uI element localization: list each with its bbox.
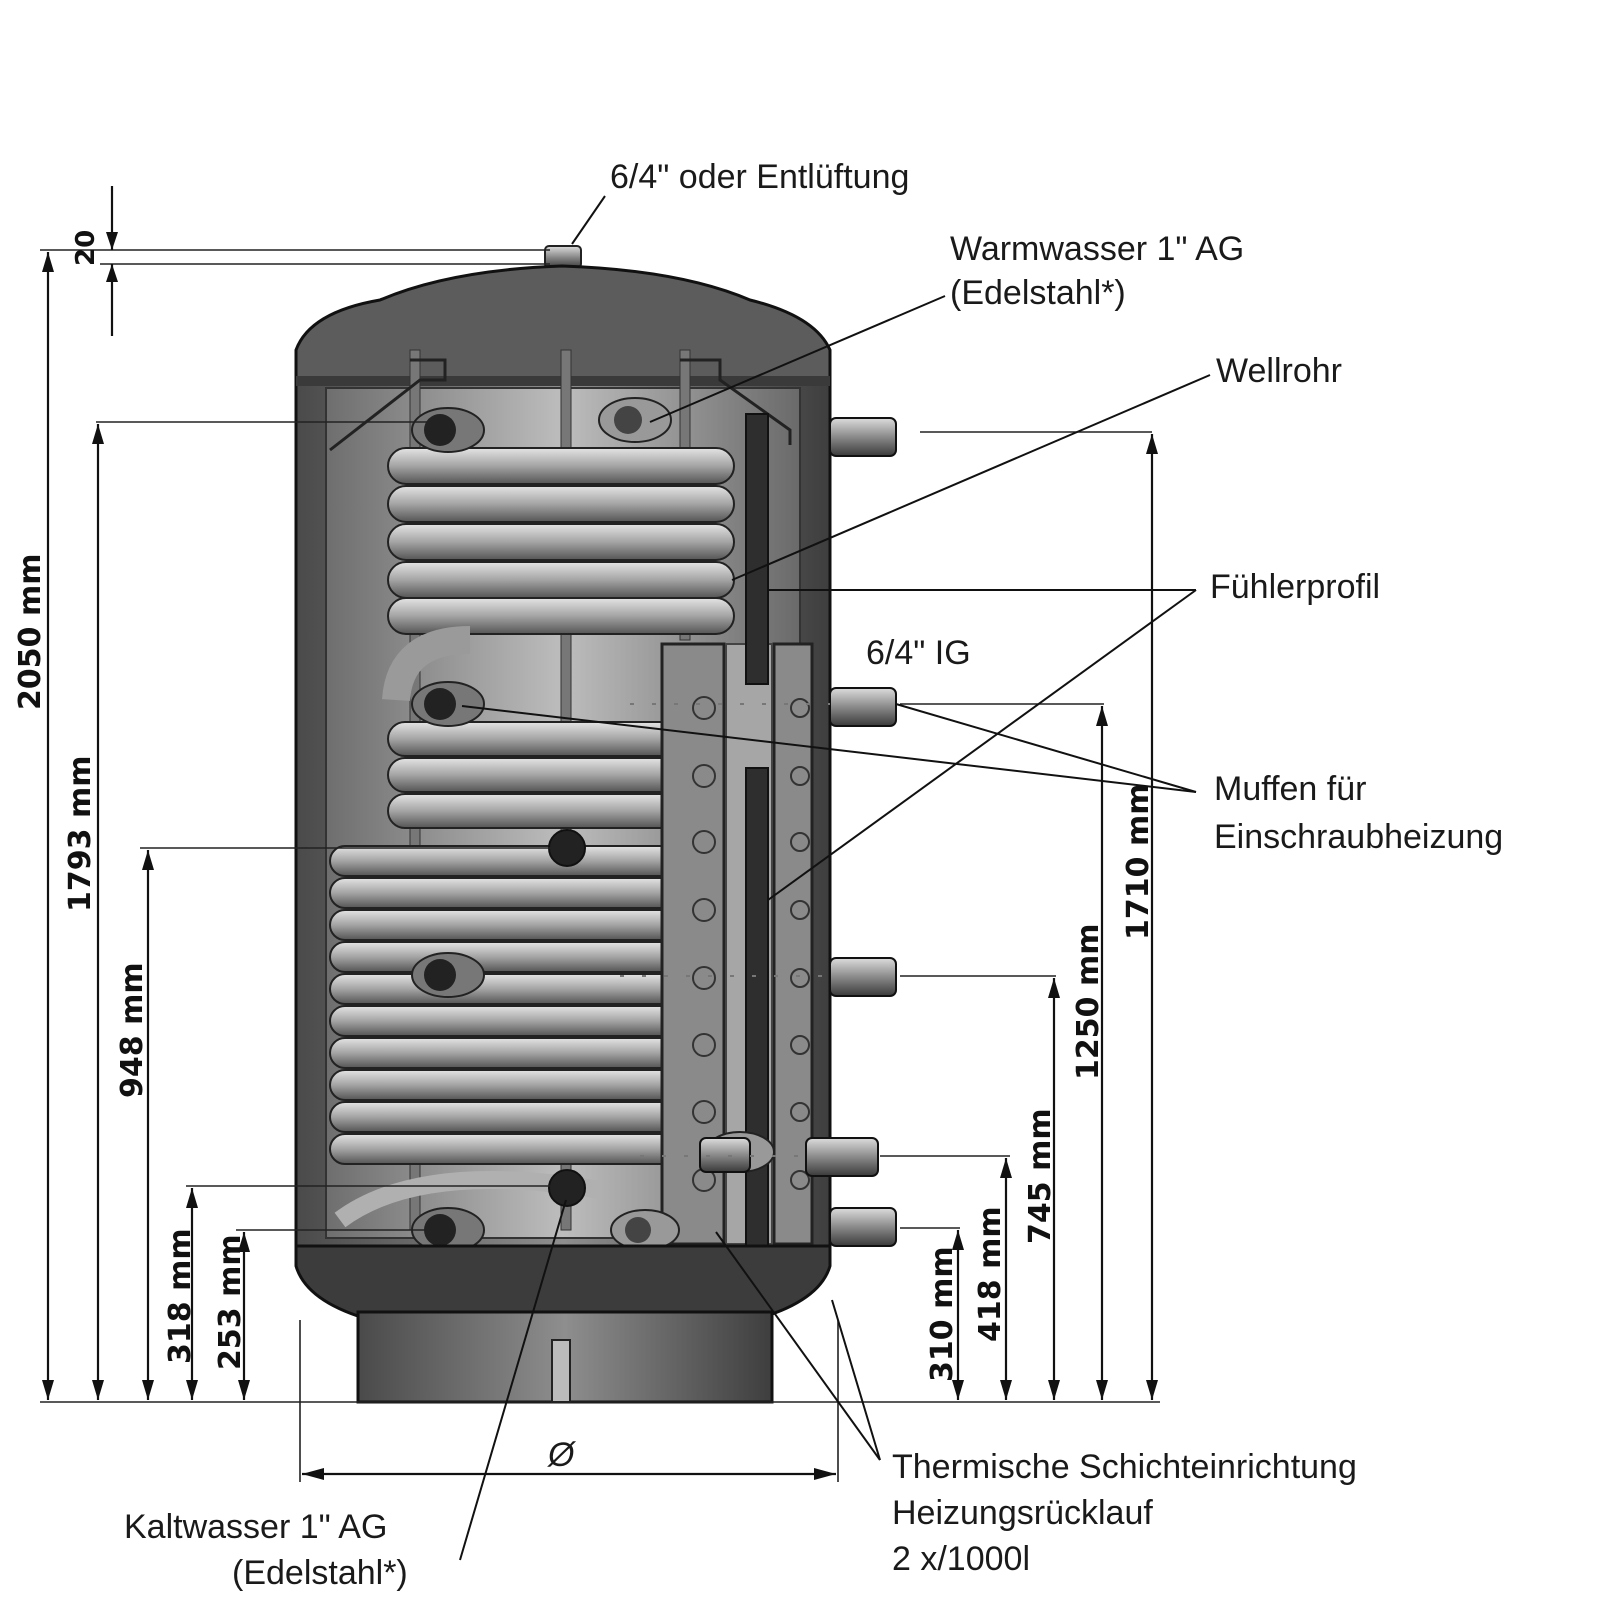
label-warmwasser: Warmwasser 1" AG (950, 230, 1244, 268)
sensor-profile-upper (745, 413, 769, 685)
callout-labels: 6/4" oder Entlüftung Warmwasser 1" AG (E… (124, 158, 1503, 1592)
label-fuehlerprofil: Fühlerprofil (1210, 568, 1380, 606)
middle-coil (387, 721, 679, 829)
drain-nozzle (551, 1339, 571, 1403)
tank (294, 245, 832, 1404)
dim-310: 310 mm (925, 1246, 960, 1382)
label-kaltwasser: Kaltwasser 1" AG (124, 1508, 387, 1546)
dim-total-height: 2050 mm (13, 554, 48, 710)
sensor-profile-lower (745, 767, 769, 1249)
dim-745: 745 mm (1023, 1108, 1058, 1244)
dimension-labels: 20 2050 mm 1793 mm 948 mm 318 mm 253 mm … (13, 230, 1156, 1382)
label-top-vent: 6/4" oder Entlüftung (610, 158, 909, 196)
label-ig-port: 6/4" IG (866, 634, 971, 672)
label-warmwasser-material: (Edelstahl*) (950, 274, 1126, 312)
dim-253: 253 mm (213, 1234, 248, 1370)
lower-coil (329, 845, 681, 1228)
bracket (329, 358, 447, 452)
tank-top-dome (294, 264, 832, 382)
leader-lines (459, 195, 1211, 1561)
label-schichteinrichtung: Thermische Schichteinrichtung (892, 1448, 1357, 1486)
label-muffen: Muffen für (1214, 770, 1366, 808)
dim-1710: 1710 mm (1121, 784, 1156, 940)
label-wellrohr: Wellrohr (1216, 352, 1342, 390)
label-kaltwasser-material: (Edelstahl*) (232, 1554, 408, 1592)
dim-1793: 1793 mm (63, 756, 98, 912)
upper-coil (382, 447, 735, 702)
dim-1250: 1250 mm (1071, 924, 1106, 1080)
dimension-lines (40, 186, 1160, 1482)
label-heizungsruecklauf: Heizungsrücklauf (892, 1494, 1153, 1532)
label-einschraubheizung: Einschraubheizung (1214, 818, 1503, 856)
label-capacity: 2 x/1000l (892, 1540, 1030, 1578)
diameter-symbol: Ø (547, 1436, 577, 1474)
dim-top-offset: 20 (71, 230, 101, 266)
dim-418: 418 mm (973, 1206, 1008, 1342)
dim-318: 318 mm (163, 1228, 198, 1364)
bracket (680, 358, 792, 445)
side-nozzles (699, 417, 897, 1247)
dim-948: 948 mm (115, 962, 150, 1098)
